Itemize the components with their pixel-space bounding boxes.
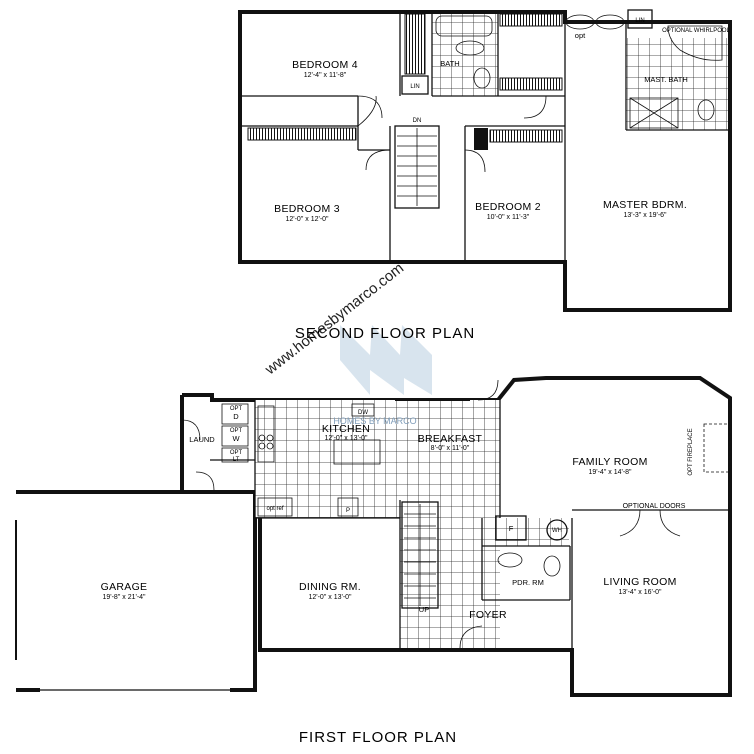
- second-floor-title: SECOND FLOOR PLAN: [295, 325, 475, 342]
- second-floor-plan: [238, 9, 732, 312]
- mast-bath-label: MAST. BATH: [644, 75, 688, 84]
- opt-dryer-label: OPT: [230, 406, 243, 412]
- bath-label: BATH: [440, 59, 459, 68]
- foyer-label: FOYER: [469, 609, 507, 621]
- linen-closet-label: LIN: [410, 84, 419, 90]
- dining-room-dim: 12'-0" x 13'-0": [308, 594, 352, 601]
- watermark-url: www.homesbymarco.com: [261, 260, 407, 379]
- opt-refrigerator-label: opt ref: [266, 506, 283, 512]
- master-bedroom-label: MASTER BDRM.: [603, 199, 687, 211]
- breakfast-label: BREAKFAST: [418, 433, 483, 445]
- living-room-label: LIVING ROOM: [603, 576, 676, 588]
- master-bedroom-dim: 13'-3" x 19'-6": [623, 212, 667, 219]
- linen-closet-2-label: LIN: [635, 18, 644, 24]
- watermark-logo: [340, 325, 432, 395]
- laundry-label: LAUND: [189, 435, 215, 444]
- bedroom4-dim: 12'-4" x 11'-8": [304, 72, 347, 79]
- optional-doors-label: OPTIONAL DOORS: [623, 503, 686, 510]
- stairs-down-label: DN: [413, 118, 422, 124]
- bedroom2-dim: 10'-0" x 11'-3": [487, 214, 530, 221]
- garage-dim: 19'-8" x 21'-4": [102, 594, 146, 601]
- opt-label: opt: [575, 31, 586, 40]
- opt-laundry-tub-label: OPT: [230, 450, 243, 456]
- watermark-logo-text: HOMES BY MARCO: [333, 416, 416, 426]
- dishwasher-label: DW: [358, 410, 368, 416]
- laundry-tub-label: LT: [233, 457, 240, 463]
- breakfast-dim: 8'-0" x 11'-0": [431, 445, 470, 452]
- family-room-label: FAMILY ROOM: [572, 456, 647, 468]
- powder-room-label: PDR. RM: [512, 578, 544, 587]
- garage-label: GARAGE: [101, 581, 148, 593]
- family-room-dim: 19'-4" x 14'-8": [588, 469, 632, 476]
- opt-fireplace-label: OPT FIREPLACE: [688, 428, 694, 475]
- water-heater-label: WH: [552, 528, 562, 534]
- dining-room-label: DINING RM.: [299, 581, 361, 593]
- bedroom2-label: BEDROOM 2: [475, 201, 541, 213]
- first-floor-title: FIRST FLOOR PLAN: [299, 729, 457, 746]
- washer-label: W: [232, 434, 240, 443]
- opt-washer-label: OPT: [230, 428, 243, 434]
- pantry-label: P: [346, 508, 350, 514]
- optional-whirlpool-label: OPTIONAL WHIRLPOOL: [662, 28, 730, 34]
- first-floor-plan: [15, 376, 732, 697]
- furnace-label: F: [509, 524, 514, 533]
- stairs-up-label: UP: [419, 605, 429, 614]
- bedroom3-label: BEDROOM 3: [274, 203, 340, 215]
- kitchen-label: KITCHEN: [322, 423, 370, 435]
- kitchen-dim: 12'-0" x 13'-0": [324, 435, 368, 442]
- bedroom4-label: BEDROOM 4: [292, 59, 358, 71]
- bedroom3-dim: 12'-0" x 12'-0": [285, 216, 329, 223]
- dryer-label: D: [233, 412, 239, 421]
- living-room-dim: 13'-4" x 16'-0": [618, 589, 662, 596]
